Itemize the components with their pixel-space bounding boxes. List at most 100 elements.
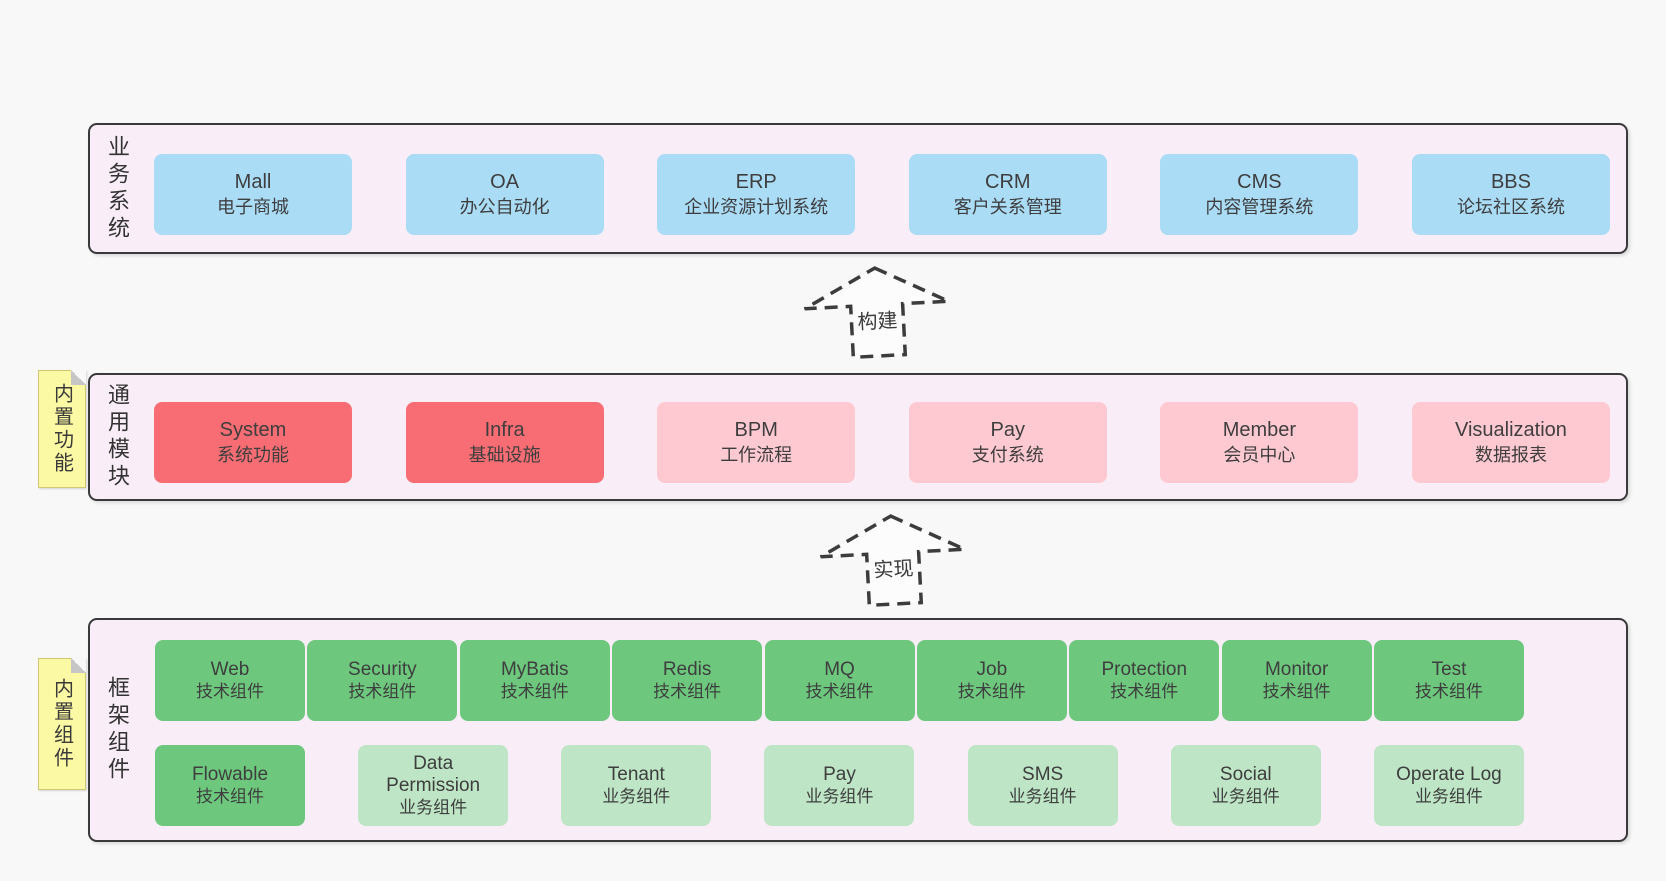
box-subtitle: 系统功能 [217, 444, 289, 465]
box-title: Protection [1101, 658, 1188, 680]
box-job: Job 技术组件 [916, 640, 1067, 721]
box-title: Mall [234, 171, 272, 194]
box-flowable: Flowable 技术组件 [155, 745, 305, 826]
framework-components-panel: 框架组件 Web 技术组件 Security 技术组件 MyBatis 技术组件… [88, 618, 1628, 842]
box-title: Operate Log [1396, 763, 1502, 785]
box-title: Redis [662, 658, 712, 680]
box-subtitle: 办公自动化 [459, 196, 550, 217]
box-monitor: Monitor 技术组件 [1221, 640, 1372, 721]
box-subtitle: 技术组件 [957, 682, 1026, 702]
box-pay-module: Pay 支付系统 [908, 402, 1107, 483]
common-modules-panel: 通用模块 System 系统功能 Infra 基础设施 BPM 工作流程 Pay… [88, 373, 1628, 501]
box-subtitle: 技术组件 [653, 682, 722, 702]
sticky-label: 内置功能 [50, 383, 73, 475]
box-mall: Mall 电子商城 [154, 154, 352, 235]
box-title: Visualization [1455, 419, 1567, 442]
box-subtitle: 技术组件 [196, 682, 264, 702]
box-tenant: Tenant 业务组件 [561, 745, 712, 826]
box-subtitle: 基础设施 [468, 444, 541, 465]
framework-components-grid: Web 技术组件 Security 技术组件 MyBatis 技术组件 Redi… [155, 640, 1524, 826]
box-erp: ERP 企业资源计划系统 [657, 154, 856, 235]
box-title: Social [1219, 763, 1272, 785]
box-subtitle: 技术组件 [805, 682, 874, 702]
common-modules-row: System 系统功能 Infra 基础设施 BPM 工作流程 Pay 支付系统… [154, 402, 1610, 483]
box-subtitle: 数据报表 [1474, 444, 1547, 465]
box-web: Web 技术组件 [155, 640, 305, 721]
box-oa: OA 办公自动化 [405, 154, 604, 235]
box-operate-log: Operate Log 业务组件 [1373, 745, 1524, 826]
box-bpm: BPM 工作流程 [657, 402, 856, 483]
box-pay-component: Pay 业务组件 [764, 745, 915, 826]
box-member: Member 会员中心 [1160, 402, 1359, 483]
box-title: Job [976, 658, 1008, 680]
box-subtitle: 支付系统 [971, 444, 1044, 465]
box-infra: Infra 基础设施 [405, 402, 604, 483]
box-title: Security [348, 658, 417, 680]
box-sms: SMS 业务组件 [967, 745, 1118, 826]
box-subtitle: 技术组件 [1262, 682, 1331, 702]
box-title: Monitor [1264, 658, 1329, 680]
box-data-permission: Data Permission 业务组件 [358, 745, 509, 826]
box-title: MyBatis [500, 658, 569, 680]
box-mybatis: MyBatis 技术组件 [459, 640, 610, 721]
box-crm: CRM 客户关系管理 [908, 154, 1107, 235]
box-title: SMS [1022, 763, 1064, 785]
box-subtitle: 内容管理系统 [1205, 196, 1314, 217]
box-subtitle: 技术组件 [196, 787, 264, 807]
box-subtitle: 技术组件 [348, 682, 417, 702]
box-subtitle: 客户关系管理 [953, 196, 1062, 217]
sticky-note-builtin-components: 内置组件 [38, 658, 86, 790]
box-subtitle: 业务组件 [1211, 787, 1280, 807]
box-title: Web [210, 658, 250, 680]
box-subtitle: 业务组件 [805, 787, 874, 807]
business-systems-row: Mall 电子商城 OA 办公自动化 ERP 企业资源计划系统 CRM 客户关系… [154, 154, 1610, 235]
box-subtitle: 业务组件 [1414, 787, 1483, 807]
box-subtitle: 技术组件 [1110, 682, 1179, 702]
box-subtitle: 技术组件 [500, 682, 569, 702]
box-bbs: BBS 论坛社区系统 [1411, 154, 1610, 235]
box-protection: Protection 技术组件 [1069, 640, 1220, 721]
box-redis: Redis 技术组件 [612, 640, 763, 721]
box-subtitle: 企业资源计划系统 [684, 196, 829, 217]
box-subtitle: 工作流程 [720, 444, 793, 465]
box-title: Tenant [607, 763, 665, 785]
sticky-label: 内置组件 [50, 678, 73, 770]
box-system: System 系统功能 [154, 402, 352, 483]
box-test: Test 技术组件 [1374, 640, 1524, 721]
box-title: Flowable [191, 763, 269, 785]
box-title: MQ [824, 658, 855, 680]
common-modules-label: 通用模块 [105, 383, 130, 491]
box-subtitle: 论坛社区系统 [1456, 196, 1565, 217]
box-mq: MQ 技术组件 [764, 640, 915, 721]
box-title: Member [1222, 419, 1297, 442]
box-title: OA [490, 171, 520, 194]
build-arrow-icon: 构建 [803, 266, 950, 360]
box-subtitle: 业务组件 [399, 798, 468, 818]
box-title: Test [1431, 658, 1467, 680]
sticky-note-builtin-features: 内置功能 [38, 370, 86, 488]
business-systems-label: 业务系统 [105, 134, 130, 243]
framework-components-label: 框架组件 [105, 676, 130, 784]
box-title: Infra [484, 419, 525, 442]
box-social: Social 业务组件 [1170, 745, 1321, 826]
business-systems-panel: 业务系统 Mall 电子商城 OA 办公自动化 ERP 企业资源计划系统 CRM… [88, 123, 1628, 254]
box-title: CMS [1237, 171, 1282, 194]
box-subtitle: 业务组件 [1008, 787, 1077, 807]
implement-arrow-label: 实现 [873, 557, 914, 582]
box-title: Data Permission [386, 752, 481, 796]
box-title: BBS [1490, 171, 1531, 194]
box-cms: CMS 内容管理系统 [1160, 154, 1359, 235]
implement-arrow-icon: 实现 [819, 514, 966, 608]
box-title: Pay [823, 763, 856, 785]
box-subtitle: 业务组件 [602, 787, 671, 807]
box-subtitle: 技术组件 [1415, 682, 1483, 702]
box-title: BPM [734, 419, 778, 442]
box-title: System [219, 419, 287, 442]
build-arrow-label: 构建 [857, 309, 898, 334]
box-subtitle: 会员中心 [1223, 444, 1296, 465]
box-visualization: Visualization 数据报表 [1411, 402, 1610, 483]
box-title: ERP [735, 171, 777, 194]
box-subtitle: 电子商城 [217, 196, 289, 217]
box-title: CRM [985, 171, 1031, 194]
